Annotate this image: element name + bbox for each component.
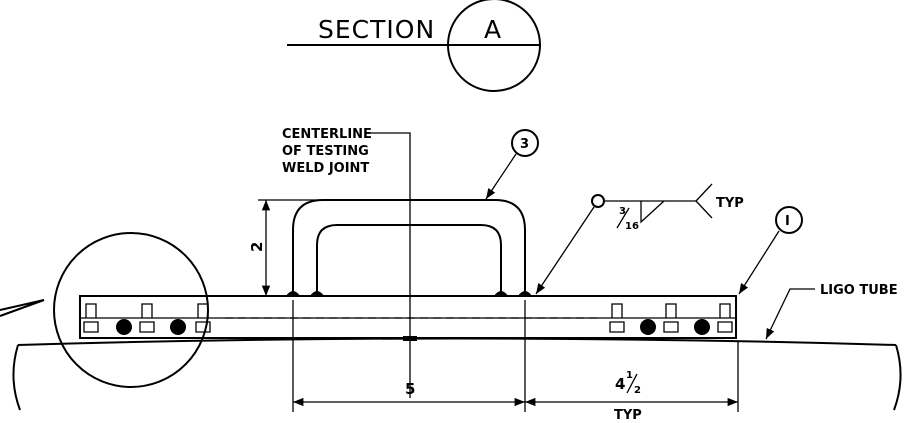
- weld-size-denominator: 16: [625, 221, 639, 232]
- centerline-leader: [368, 132, 411, 398]
- part-1-number: I: [785, 214, 790, 229]
- height-value: 2: [248, 242, 266, 252]
- section-bubble: [447, 0, 541, 92]
- left-clamps: [83, 303, 211, 335]
- part-1-callout: I: [738, 206, 803, 295]
- centerline-label-line3: WELD JOINT: [282, 161, 369, 176]
- fixture-plate: [79, 295, 737, 339]
- weld-all-around-circle: [591, 194, 605, 208]
- seal-ring: [170, 319, 186, 335]
- part-3-leader: [485, 153, 517, 200]
- handle-outer: [292, 199, 526, 296]
- seal-ring: [640, 319, 656, 335]
- offset-denominator: 2: [634, 385, 641, 396]
- ligo-tube: [12, 336, 902, 411]
- part-1-balloon: [775, 206, 803, 234]
- span-dimensions: 5 4 1 2 TYP: [292, 300, 739, 423]
- ligo-tube-label: LIGO TUBE: [820, 283, 898, 298]
- part-3-balloon: [511, 129, 539, 157]
- seal-ring: [116, 319, 132, 335]
- part-3-number: 3: [520, 137, 529, 152]
- offset-whole: 4: [615, 375, 625, 393]
- plate-outline: [79, 295, 737, 339]
- weld-note: TYP: [716, 196, 744, 211]
- ligo-tube-leader: [765, 288, 815, 340]
- clamp: [717, 303, 733, 333]
- offset-fraction-slash: [626, 373, 638, 394]
- section-word: SECTION: [318, 15, 435, 44]
- section-letter: A: [484, 15, 502, 44]
- clamp: [609, 303, 625, 333]
- weld-fillet: [494, 291, 508, 296]
- clamp: [83, 303, 99, 333]
- centerline-label-line1: CENTERLINE: [282, 127, 372, 142]
- weld-tail: [695, 183, 713, 219]
- offset-note: TYP: [614, 408, 642, 423]
- tube-left-break: [12, 344, 21, 411]
- handle: [286, 199, 532, 296]
- part-3-callout: 3: [485, 129, 539, 200]
- weld-size-slash: [616, 207, 630, 229]
- handle-inner: [316, 224, 502, 296]
- weld-arrow: [535, 206, 595, 295]
- weld-size-numerator: 3: [619, 206, 626, 217]
- section-title: SECTION A: [287, 0, 541, 92]
- span-value: 5: [405, 380, 415, 398]
- fillet-weld-symbol: [640, 200, 665, 224]
- tube-top-edge: [17, 337, 897, 346]
- weld-symbol: 3 16 TYP: [535, 183, 744, 295]
- weld-fillet: [310, 291, 324, 296]
- centerline-callout: CENTERLINE OF TESTING WELD JOINT: [282, 127, 411, 398]
- centerline-label-line2: OF TESTING: [282, 144, 369, 159]
- offset-numerator: 1: [626, 370, 633, 381]
- part-1-leader: [738, 230, 780, 295]
- seal-ring: [694, 319, 710, 335]
- view-arrow: [0, 299, 45, 317]
- height-dimension: 2: [248, 199, 320, 296]
- weld-fillet: [518, 291, 532, 296]
- detail-circle: [53, 232, 209, 388]
- tube-right-break: [893, 344, 902, 411]
- clamp: [139, 303, 155, 333]
- ligo-tube-callout: LIGO TUBE: [765, 283, 898, 340]
- right-clamps: [609, 303, 733, 335]
- clamp: [663, 303, 679, 333]
- weld-fillet: [286, 291, 300, 296]
